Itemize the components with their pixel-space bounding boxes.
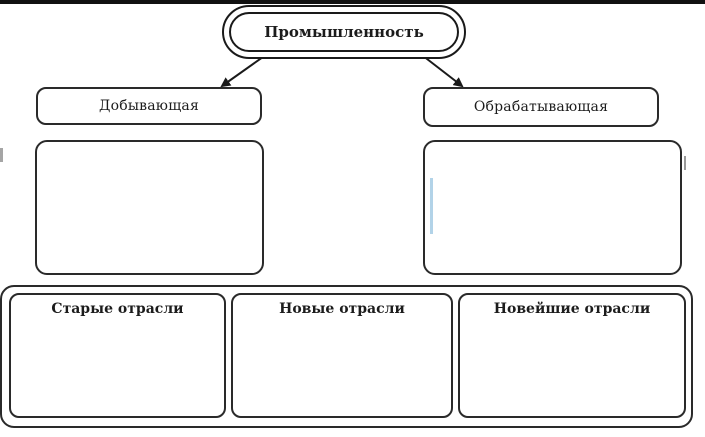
blank-answer-box-right [423,140,682,275]
category-node-obrabatyvayushchaya: Обрабатывающая [423,87,659,127]
root-node-label: Промышленность [229,12,459,52]
blank-answer-box-left [35,140,264,275]
root-node-promyshlennost: Промышленность [222,5,466,59]
subcategory-title-old: Старые отрасли [51,301,184,317]
category-node-dobyvayushchaya: Добывающая [36,87,262,125]
subcategory-title-newest: Новейшие отрасли [493,301,651,317]
left-edge-mark [0,148,3,162]
subcategory-box-old: Старые отрасли [9,293,226,418]
scan-color-mark [430,178,433,234]
subcategory-box-new: Новые отрасли [231,293,453,418]
subcategory-box-newest: Новейшие отрасли [458,293,686,418]
margin-tick-mark [684,156,686,170]
top-edge-strip [0,0,705,4]
subcategory-title-new: Новые отрасли [279,301,405,317]
